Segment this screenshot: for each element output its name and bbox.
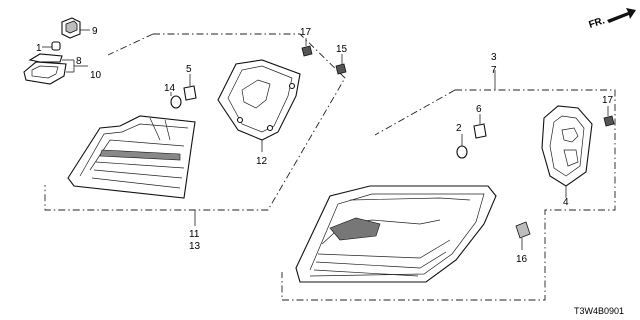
callout-14: 14 [164, 83, 176, 94]
part-12-inner-housing [217, 59, 301, 152]
callout-1: 1 [36, 43, 42, 54]
boundary-segment [374, 89, 456, 136]
callout-5: 5 [186, 64, 192, 75]
callout-9: 9 [92, 26, 98, 37]
part-2-bulb [456, 134, 468, 159]
part-3-7-outer-taillight [295, 185, 497, 283]
callout-12: 12 [256, 156, 268, 167]
callout-3: 3 [491, 52, 497, 63]
arrow-icon [607, 8, 636, 23]
part-14-bulb [170, 95, 182, 109]
part-5-socket [183, 74, 197, 101]
part-16-clip [515, 221, 531, 250]
part-6-socket [473, 114, 487, 139]
front-direction-label: FR. [588, 15, 607, 31]
callout-16: 16 [516, 254, 528, 265]
callout-8: 8 [76, 56, 82, 67]
callout-17-right: 17 [602, 95, 614, 106]
diagram-code: T3W4B0901 [574, 306, 624, 316]
part-17-clip-right [603, 106, 615, 127]
part-4-gasket [541, 105, 593, 198]
left-assembly-boundary [44, 33, 346, 211]
callout-4: 4 [563, 197, 569, 208]
callout-2: 2 [456, 123, 462, 134]
callout-10: 10 [90, 70, 102, 81]
part-15-clip [335, 54, 347, 75]
boundary-segment [107, 33, 154, 56]
callout-13: 13 [189, 241, 201, 252]
part-8-10-license-lamp [23, 53, 88, 85]
callout-17-left: 17 [300, 27, 312, 38]
part-11-13-inner-taillight [67, 115, 196, 199]
callout-11: 11 [189, 229, 200, 240]
part-1-bulb [42, 41, 61, 51]
callout-6: 6 [476, 104, 482, 115]
part-9-socket [61, 17, 90, 39]
front-direction-indicator: FR. [588, 8, 636, 31]
right-assembly-boundary [281, 89, 616, 301]
callout-15: 15 [336, 44, 348, 55]
part-17-clip-left [301, 38, 313, 57]
callout-7: 7 [491, 65, 497, 76]
